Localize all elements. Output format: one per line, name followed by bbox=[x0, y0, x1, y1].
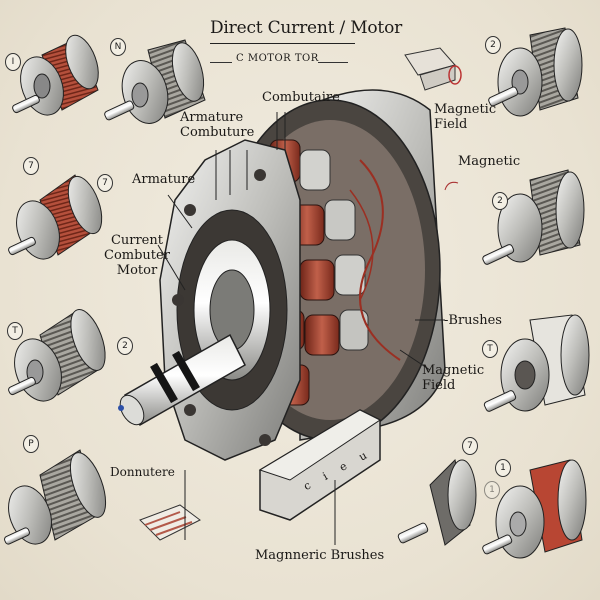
small-motor-1 bbox=[12, 34, 99, 116]
label-line: Combuter bbox=[104, 248, 170, 263]
callout-badge: 1 bbox=[484, 481, 500, 499]
label-current-combuter-motor: Current Combuter Motor bbox=[104, 233, 170, 278]
label-line: Field bbox=[422, 378, 456, 393]
callout-badge: N bbox=[110, 38, 126, 56]
callout-badge: 7 bbox=[97, 174, 113, 192]
callout-badge: 7 bbox=[462, 437, 478, 455]
central-motor bbox=[118, 89, 446, 521]
callout-badge: T bbox=[482, 340, 498, 358]
label-line: Armature bbox=[180, 110, 244, 125]
small-motor-8 bbox=[483, 314, 590, 412]
callout-badge: 2 bbox=[117, 337, 133, 355]
leader-lines bbox=[157, 112, 459, 545]
label-line: Magnetic bbox=[422, 363, 485, 378]
callout-badge: I bbox=[5, 53, 21, 71]
label-armature-combuture: Armature Combuture bbox=[180, 110, 254, 140]
diagram-subtitle: C MOTOR TOR bbox=[236, 53, 319, 64]
small-motor-5 bbox=[4, 449, 107, 545]
callout-badge: 1 bbox=[495, 459, 511, 477]
label-combutaire: Combutaire bbox=[262, 90, 340, 105]
label-armature-left: Armature bbox=[132, 172, 196, 187]
title-underline bbox=[210, 43, 355, 44]
motor-base bbox=[258, 409, 381, 521]
label-magnneric-brushes: Magnneric Brushes bbox=[255, 548, 385, 563]
callout-badge: 2 bbox=[485, 36, 501, 54]
subtitle-rule-left bbox=[210, 62, 232, 63]
small-motor-6 bbox=[488, 27, 583, 117]
label-brushes: -Brushes bbox=[444, 313, 502, 328]
label-line: Current bbox=[110, 233, 163, 248]
commutator-segments bbox=[139, 504, 201, 541]
callout-badge: 2 bbox=[492, 192, 508, 210]
label-magnetic-field-right: Magnetic Field bbox=[422, 363, 484, 393]
subtitle-rule-right bbox=[318, 62, 348, 63]
label-line: Combuture bbox=[180, 125, 255, 140]
label-donnutere: Donnutere bbox=[110, 465, 175, 479]
label-line: Motor bbox=[116, 263, 158, 278]
small-motor-10 bbox=[482, 459, 587, 559]
small-motor-3 bbox=[8, 174, 103, 260]
brush-holder-part bbox=[404, 47, 462, 91]
small-motor-4 bbox=[8, 309, 106, 402]
callout-badge: T bbox=[7, 322, 23, 340]
small-motor-9 bbox=[397, 459, 477, 546]
small-motor-7 bbox=[482, 169, 585, 265]
label-magnetic: Magnetic bbox=[458, 154, 521, 169]
callout-badge: P bbox=[23, 435, 39, 453]
small-motor-2 bbox=[104, 39, 206, 124]
callout-badge: 7 bbox=[23, 157, 39, 175]
label-line: Field bbox=[434, 117, 468, 132]
label-line: Magnetic bbox=[434, 102, 497, 117]
label-magnetic-field-top: Magnetic Field bbox=[434, 102, 496, 132]
diagram-title: Direct Current / Motor bbox=[210, 18, 403, 38]
motor-shaft bbox=[118, 333, 246, 427]
